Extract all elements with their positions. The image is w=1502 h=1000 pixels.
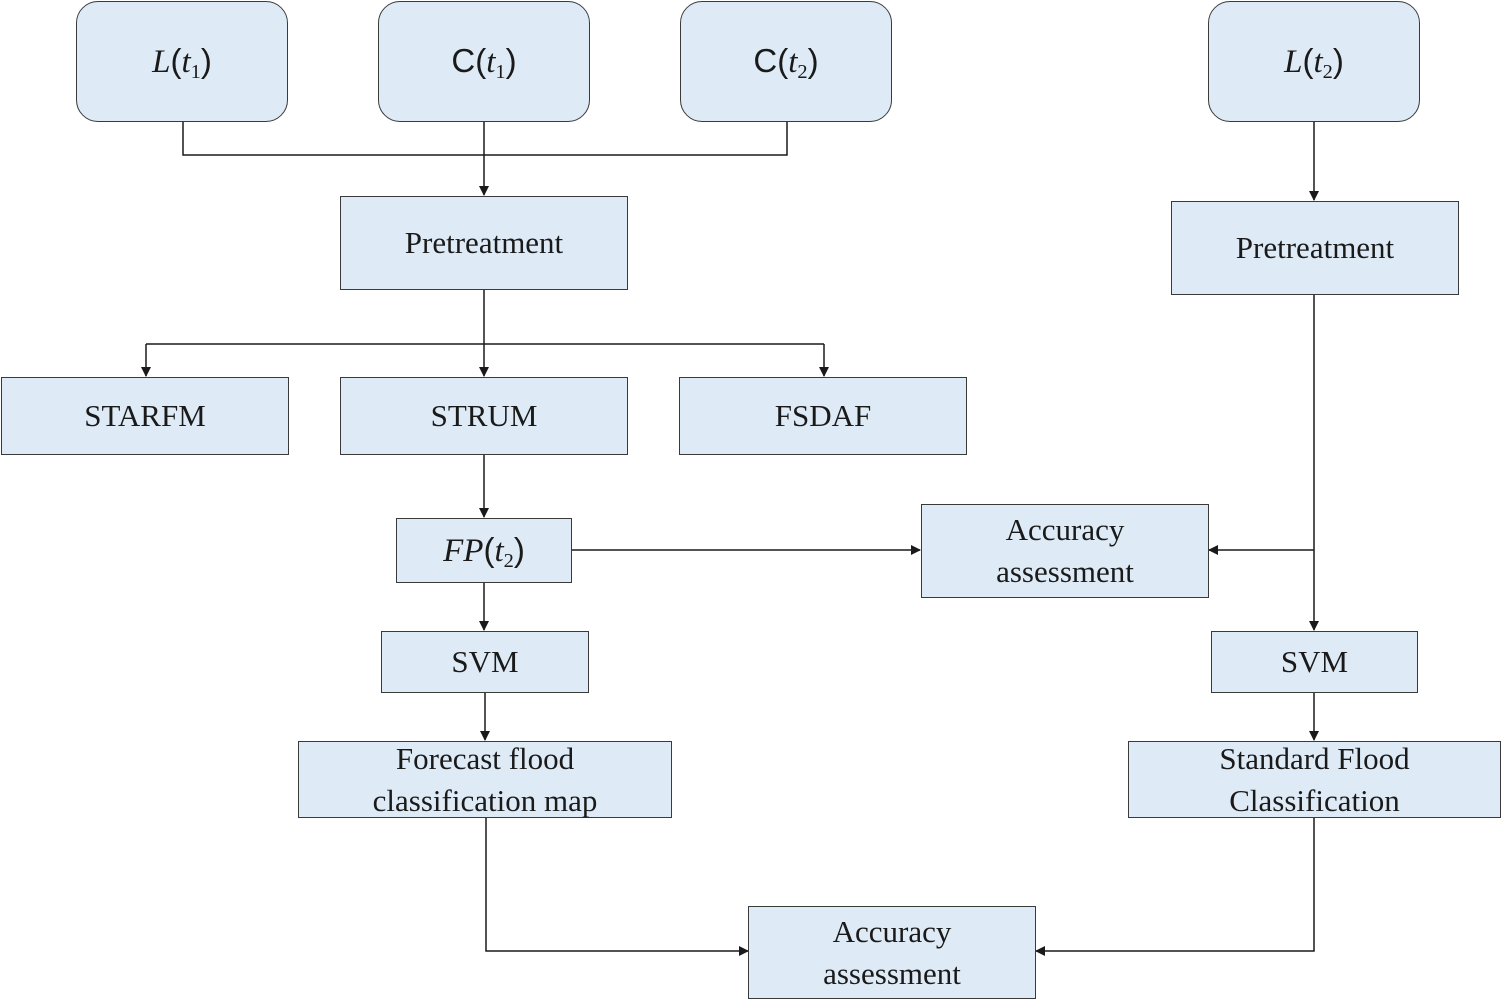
pretreatment-right: Pretreatment bbox=[1171, 201, 1459, 295]
line-2: Classification bbox=[1229, 782, 1400, 818]
var-label: t bbox=[788, 43, 798, 80]
svm-left: SVM bbox=[381, 631, 589, 693]
model-starfm: STARFM bbox=[1, 377, 289, 455]
svm-right: SVM bbox=[1211, 631, 1418, 693]
subscript: 2 bbox=[797, 61, 808, 84]
input-l-t2: L(t2) bbox=[1208, 1, 1420, 122]
wire-l-t1-to-merge bbox=[182, 122, 788, 156]
pretreatment-left: Pretreatment bbox=[340, 196, 628, 290]
line-1: Accuracy bbox=[832, 913, 952, 949]
line-1: Standard Flood bbox=[1219, 740, 1410, 776]
forecast-flood-map: Forecast flood classification map bbox=[298, 741, 672, 818]
var-label: t bbox=[486, 43, 496, 80]
fp-t2: FP(t2) bbox=[396, 518, 572, 583]
line-2: assessment bbox=[996, 554, 1134, 589]
wire-forecast-to-accuracy bbox=[485, 818, 749, 956]
subscript: 2 bbox=[1322, 61, 1333, 84]
var-label: t bbox=[181, 43, 191, 80]
subscript: 1 bbox=[190, 61, 201, 84]
func-label: FP bbox=[443, 532, 484, 569]
func-label: L bbox=[1284, 43, 1303, 80]
var-label: t bbox=[1313, 43, 1323, 80]
wire-standard-to-accuracy bbox=[1035, 818, 1315, 956]
func-label: C bbox=[451, 41, 476, 79]
var-label: t bbox=[494, 532, 504, 569]
line-1: Accuracy bbox=[1005, 512, 1125, 548]
input-c-t1: C(t1) bbox=[378, 1, 590, 122]
input-c-t2: C(t2) bbox=[680, 1, 892, 122]
subscript: 2 bbox=[503, 550, 514, 573]
line-2: assessment bbox=[823, 955, 961, 991]
accuracy-assessment-bottom: Accuracy assessment bbox=[748, 906, 1036, 999]
line-1: Forecast flood bbox=[395, 740, 575, 776]
input-l-t1: L(t1) bbox=[76, 1, 288, 122]
model-strum: STRUM bbox=[340, 377, 628, 455]
model-fsdaf: FSDAF bbox=[679, 377, 967, 455]
line-2: classification map bbox=[372, 782, 598, 818]
accuracy-assessment-mid: Accuracy assessment bbox=[921, 504, 1209, 598]
subscript: 1 bbox=[495, 61, 506, 84]
func-label: C bbox=[753, 41, 778, 79]
func-label: L bbox=[152, 43, 171, 80]
